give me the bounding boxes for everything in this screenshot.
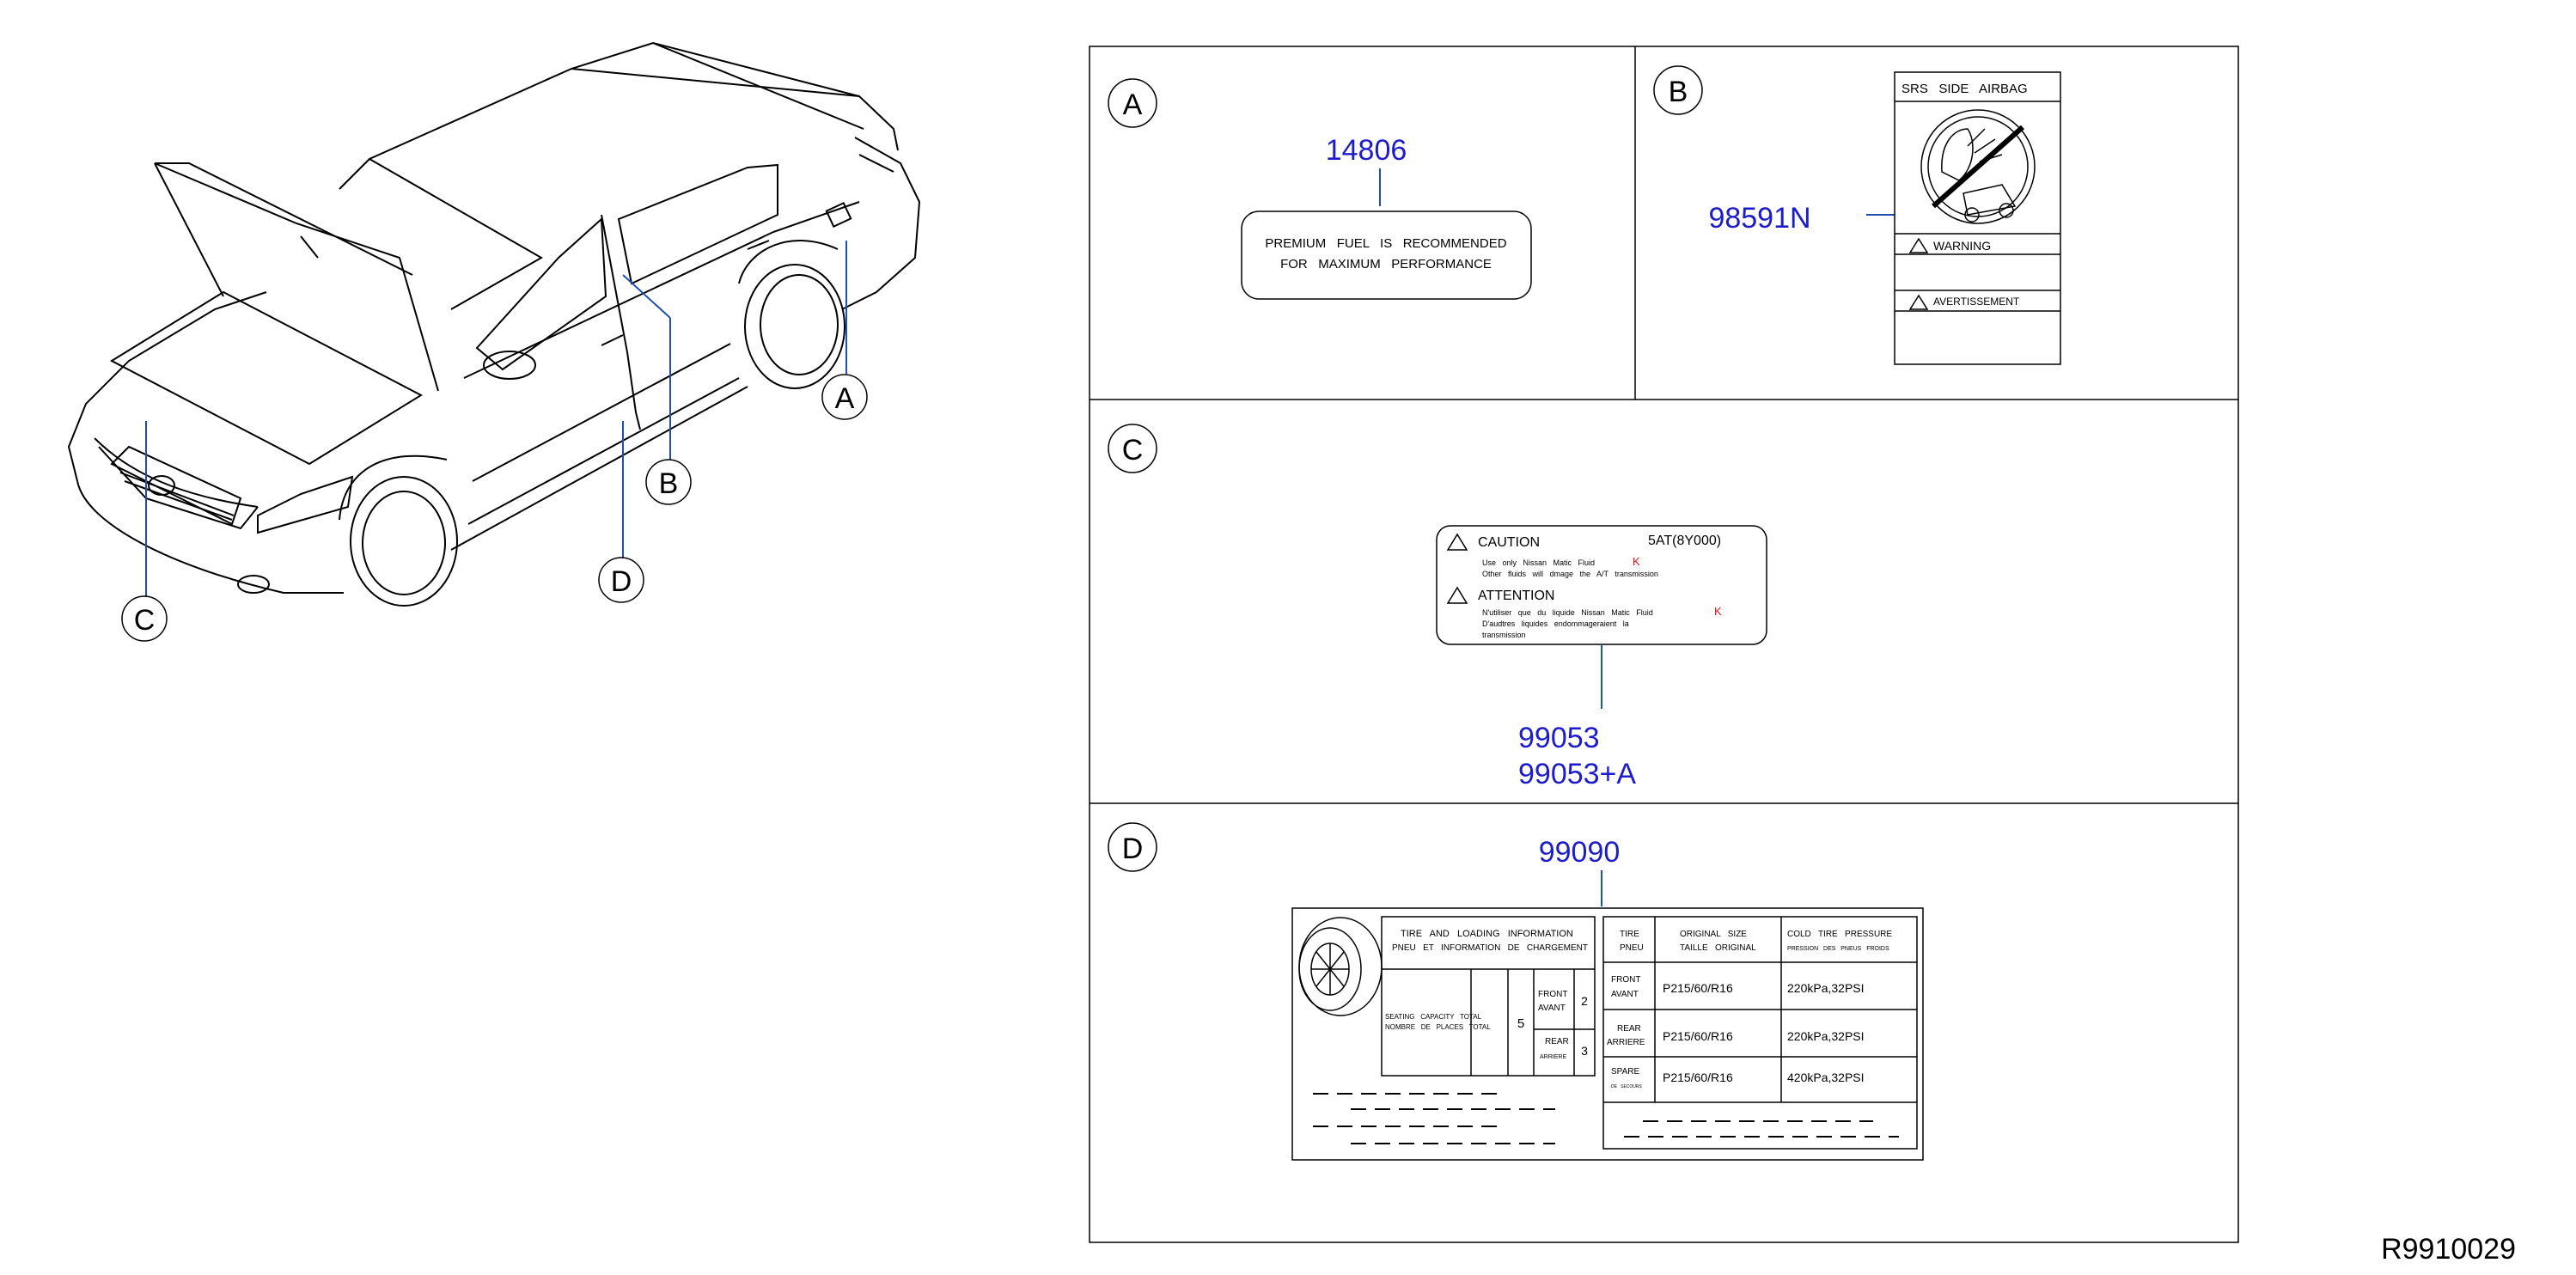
- seating-capacity-label-fr: NOMBRE DE PLACES TOTAL: [1385, 1023, 1491, 1031]
- tire-info-title-fr: PNEU ET INFORMATION DE CHARGEMENT: [1392, 943, 1588, 953]
- panel-b-letter: B: [1669, 76, 1688, 108]
- panel-frame: [1089, 46, 2239, 1243]
- panel-b-part-number: 98591N: [1708, 202, 1810, 235]
- rear-seats-label-fr: ARRIERE: [1540, 1054, 1566, 1060]
- tire-row-front-size: P215/60/R16: [1663, 981, 1733, 995]
- tire-info-title: TIRE AND LOADING INFORMATION: [1401, 929, 1573, 939]
- panel-a-part-number: 14806: [1326, 134, 1407, 167]
- tire-table-header-size: ORIGINAL SIZE: [1680, 930, 1747, 939]
- tire-row-front-pos-fr: AVANT: [1611, 990, 1639, 999]
- caution-triangle-icon: [1446, 533, 1468, 551]
- callout-d-circle: [598, 557, 644, 603]
- callout-b-label: B: [659, 467, 679, 500]
- avertissement-triangle-icon: [1908, 294, 1929, 310]
- callout-b-circle: [645, 459, 692, 505]
- tire-row-front-pos: FRONT: [1611, 975, 1640, 985]
- callout-d-label: D: [611, 565, 632, 598]
- panel-c-part-number-2: 99053+A: [1518, 758, 1636, 790]
- tire-icon: [1298, 917, 1383, 1016]
- placard-dashes: [1313, 1093, 1899, 1144]
- panel-d-letter: D: [1122, 833, 1144, 865]
- callout-a-label: A: [835, 382, 855, 415]
- tire-table-header-pressure-fr: PRESSION DES PNEUS FROIDS: [1787, 946, 1889, 952]
- panel-c: C CAUTION 5AT(8Y000) Use only Nissan Mat…: [1108, 424, 1767, 790]
- car-callouts: A B C D: [121, 241, 868, 642]
- tire-row-rear-pos: REAR: [1617, 1024, 1641, 1034]
- attention-line-3: transmission: [1482, 631, 1526, 639]
- tire-row-rear-pos-fr: ARRIERE: [1607, 1038, 1645, 1047]
- panel-a: A 14806 PREMIUM FUEL IS RECOMMENDED FOR …: [1108, 78, 1532, 300]
- callout-c-label: C: [134, 604, 156, 637]
- front-seats-label: FRONT: [1538, 990, 1567, 999]
- rear-seats-value: 3: [1581, 1044, 1588, 1058]
- panel-a-letter: A: [1123, 88, 1143, 121]
- panel-d-circle: [1108, 822, 1157, 872]
- callout-c-circle: [121, 595, 168, 642]
- panel-b-circle: [1653, 65, 1703, 115]
- diagram-code: R9910029: [2381, 1233, 2516, 1266]
- tire-row-spare-pos-fr: DE SECOURS: [1611, 1084, 1643, 1089]
- front-seats-label-fr: AVANT: [1538, 1004, 1566, 1013]
- panel-c-letter: C: [1122, 434, 1144, 467]
- caution-line-1: Use only Nissan Matic Fluid: [1482, 558, 1595, 567]
- fluid-mark-2: K: [1714, 605, 1722, 618]
- tire-table-header-tire: TIRE: [1620, 930, 1639, 939]
- tire-table-header-pressure: COLD TIRE PRESSURE: [1787, 930, 1892, 939]
- panel-d-part-number: 99090: [1539, 836, 1621, 869]
- attention-triangle-icon: [1446, 586, 1468, 604]
- callout-a-circle: [821, 374, 868, 420]
- airbag-header: SRS SIDE AIRBAG: [1901, 82, 2028, 96]
- fuel-label: [1241, 210, 1532, 300]
- tire-row-spare-size: P215/60/R16: [1663, 1071, 1733, 1084]
- rear-seats-label: REAR: [1545, 1037, 1569, 1046]
- panel-d: D 99090 TIRE AND: [1108, 822, 1924, 1161]
- panel-c-circle: [1108, 424, 1157, 473]
- caution-text: CAUTION: [1478, 535, 1540, 550]
- total-seats-value: 5: [1517, 1016, 1524, 1031]
- attention-line-2: D'audtres liquides endommageraient la: [1482, 619, 1629, 628]
- fuel-label-line-1: PREMIUM FUEL IS RECOMMENDED: [1265, 236, 1506, 251]
- fuel-label-line-2: FOR MAXIMUM PERFORMANCE: [1280, 257, 1492, 271]
- front-seats-value: 2: [1581, 994, 1588, 1008]
- warning-text: WARNING: [1933, 239, 1991, 253]
- panel-a-circle: [1108, 78, 1157, 128]
- fluid-mark-1: K: [1633, 555, 1640, 568]
- tire-row-rear-pressure: 220kPa,32PSI: [1787, 1029, 1865, 1043]
- attention-line-1: N'utiliser que du liquide Nissan Matic F…: [1482, 608, 1653, 617]
- caution-line-2: Other fluids will dmage the A/T transmis…: [1482, 570, 1658, 578]
- no-child-seat-icon: [1920, 109, 2036, 224]
- tire-row-front-pressure: 220kPa,32PSI: [1787, 981, 1865, 995]
- tire-table-header-size-fr: TAILLE ORIGINAL: [1680, 943, 1756, 953]
- tire-row-rear-size: P215/60/R16: [1663, 1029, 1733, 1043]
- tire-placard: [1291, 907, 1924, 1161]
- model-code: 5AT(8Y000): [1648, 534, 1721, 548]
- tire-table-header-tire-fr: PNEU: [1620, 943, 1644, 953]
- airbag-label: [1894, 71, 2061, 365]
- panel-b: B 98591N SRS SIDE AIRBAG WARNING AVERTIS…: [1653, 65, 2061, 365]
- attention-text: ATTENTION: [1478, 589, 1554, 603]
- car-illustration: [67, 41, 921, 607]
- panel-c-part-number-1: 99053: [1518, 722, 1600, 754]
- avertissement-text: AVERTISSEMENT: [1933, 296, 2020, 308]
- seating-capacity-label: SEATING CAPACITY TOTAL: [1385, 1013, 1482, 1021]
- warning-triangle-icon: [1908, 237, 1929, 253]
- tire-row-spare-pos: SPARE: [1611, 1067, 1639, 1077]
- tire-row-spare-pressure: 420kPa,32PSI: [1787, 1071, 1865, 1084]
